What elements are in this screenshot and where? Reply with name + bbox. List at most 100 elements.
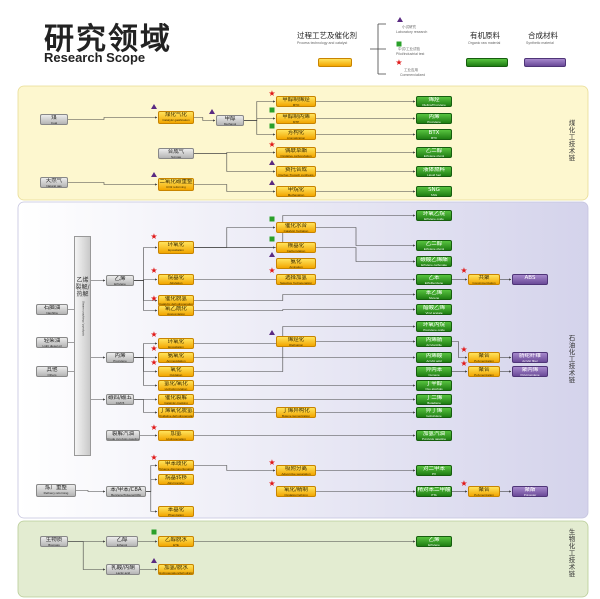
- connector-ng-co2ref: [68, 182, 158, 186]
- node-sublabel: Catalytic dehydrogenation: [159, 302, 194, 306]
- node-sublabel: Acetoxylation: [167, 312, 185, 316]
- node-sublabel: Light diesel oil: [42, 344, 62, 348]
- node-label: 氧化/精制: [284, 487, 308, 493]
- node-label: 甲醇制烯烃: [282, 97, 310, 103]
- connector-refinery-bzn: [76, 490, 106, 493]
- connector-coalgas-methanol: [194, 117, 216, 122]
- node-sublabel: SNG: [430, 193, 438, 197]
- node-label: 烯烃化: [287, 337, 305, 343]
- node-sublabel: MTO: [292, 103, 300, 107]
- node-sublabel: Propylene oxide: [423, 328, 445, 332]
- node-sublabel: Ethylene oxide: [424, 217, 444, 221]
- node-label: 聚合: [478, 487, 490, 493]
- node-label: 烯烃: [428, 97, 440, 103]
- node-sublabel: Ethylene glycol: [423, 247, 445, 251]
- node-label: 醋酸乙烯: [422, 305, 445, 311]
- pilot-mark-icon: [269, 236, 275, 242]
- commercial-mark-icon: ★: [150, 358, 157, 367]
- node-label: 丁烯氧化脱氢: [159, 408, 193, 414]
- node-label: 精对苯二甲酸: [417, 487, 451, 493]
- lab-mark-icon: [151, 558, 157, 563]
- commercial-mark-icon: ★: [460, 345, 467, 354]
- node-sublabel: Amination: [289, 265, 303, 269]
- node-label: 异丙苯: [425, 367, 443, 373]
- node-label: 环氧化: [167, 339, 185, 345]
- node-label: 聚丙烯: [521, 367, 539, 373]
- node-label: 乙醇脱水: [164, 537, 187, 543]
- legend-lab-label: 小试研究: [402, 25, 416, 29]
- node-label: 氢化/氧化: [164, 381, 188, 387]
- node-sublabel: MTP: [292, 120, 300, 124]
- node-label: 乙二醇: [425, 241, 443, 247]
- connector-ethylene-oxc: [134, 280, 158, 312]
- commercial-mark-icon: ★: [268, 89, 275, 98]
- legend-process-swatch: [318, 58, 352, 67]
- connector-eo_h-eg2: [316, 227, 416, 247]
- node-sublabel: C4/C5: [115, 401, 125, 405]
- node-sublabel: Polypropylene: [520, 373, 540, 377]
- node-label: SNG: [428, 187, 440, 193]
- node-sublabel: Crude pyrolysis gasoline: [107, 437, 140, 441]
- pilot-mark-icon: [269, 107, 275, 113]
- node-label: 选择加氢: [284, 275, 307, 281]
- node-sublabel: Oxidative dehydrogenation: [159, 414, 194, 418]
- commercial-mark-icon: ★: [150, 294, 157, 303]
- node-label: 轻柴油: [43, 338, 61, 344]
- node-label: 氨氧化: [167, 353, 185, 359]
- node-label: 异丁烯: [425, 408, 443, 414]
- node-sublabel: Butadiene: [427, 401, 441, 405]
- node-sublabel: Polymerization: [474, 359, 494, 363]
- legend-pilot-sub: Pilot/industrial test: [396, 52, 425, 56]
- commercial-mark-icon: ★: [150, 453, 157, 462]
- connector-bzn-arom_ad: [146, 491, 158, 513]
- node-label: 对二甲苯: [422, 466, 445, 472]
- node-sublabel: Catalytic gasification: [162, 118, 190, 122]
- legend-commercial-star-icon: ★: [395, 58, 402, 67]
- node-sublabel: CO2 reforming: [166, 185, 186, 189]
- node-label: 苯/甲苯/C8A: [110, 487, 142, 493]
- node-sublabel: Hydrogenation: [166, 437, 186, 441]
- connector-co2ref-meth: [194, 184, 276, 193]
- commercial-mark-icon: ★: [460, 359, 467, 368]
- lab-mark-icon: [269, 330, 275, 335]
- node-label: 液体燃料: [422, 167, 445, 173]
- commercial-mark-icon: ★: [460, 266, 467, 275]
- legend-lab-sub: Laboratory research: [396, 30, 428, 34]
- node-label: 乙苯: [428, 275, 440, 281]
- node-sublabel: Others: [47, 373, 57, 377]
- node-sublabel: Epoxidation: [168, 345, 184, 349]
- section-label-bio: 生物化工技术链: [568, 528, 576, 578]
- legend-organic-sub: Organic raw material: [468, 41, 501, 45]
- connector-arom_ex-arom_sep: [194, 465, 276, 472]
- node-sublabel: Adsorptive separation: [281, 472, 311, 476]
